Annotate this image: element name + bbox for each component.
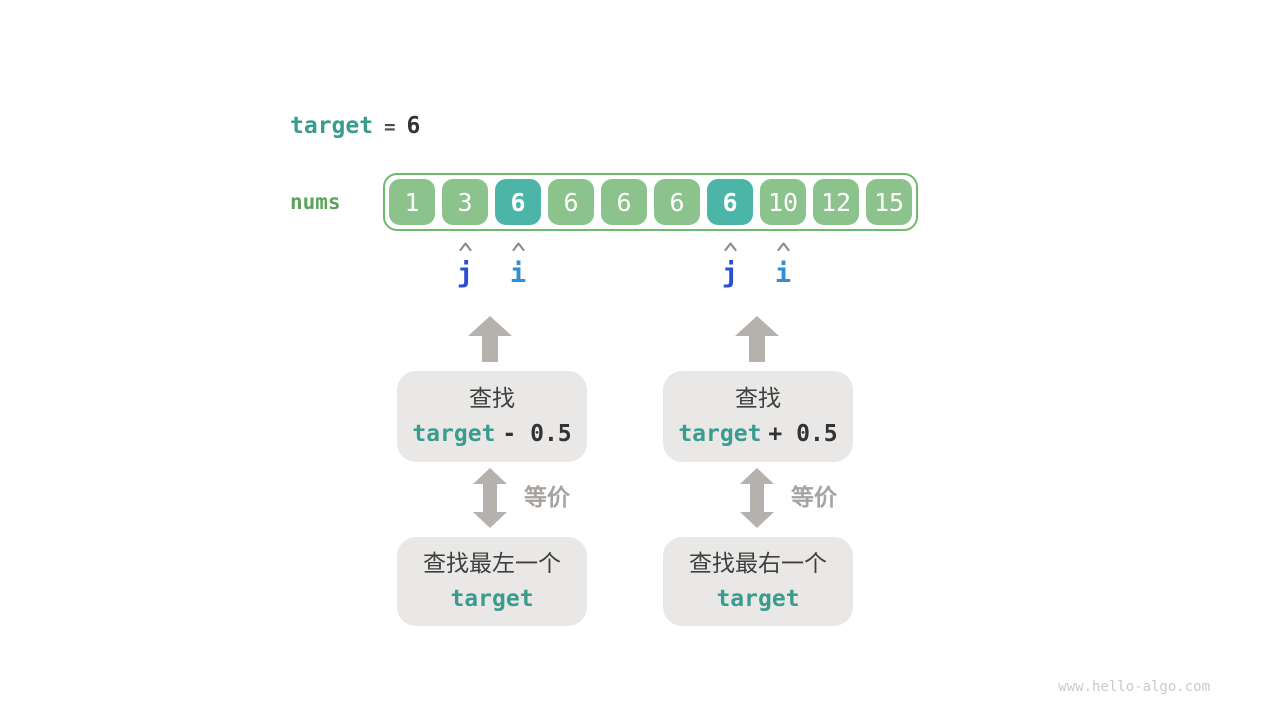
search-expression: target + 0.5 [678,419,837,449]
array-cell: 1 [389,179,435,225]
target-variable: target [290,113,374,139]
array-cell: 12 [813,179,859,225]
search-leftmost-box: 查找最左一个 target [397,537,587,626]
target-variable: target [450,586,534,612]
search-label: 查找 [735,386,781,412]
search-target-code: target [450,584,533,614]
double-arrow-icon [740,468,774,528]
caret-up-icon [723,242,737,252]
equivalence-label: 等价 [524,485,570,511]
caret-up-icon [511,242,525,252]
array-cell: 6 [654,179,700,225]
double-arrow-icon [473,468,507,528]
array-cell: 6 [601,179,647,225]
search-label: 查找 [469,386,515,412]
watermark: www.hello-algo.com [1058,679,1210,695]
pointer-letter: i [774,258,792,289]
pointer-letter: j [456,258,474,289]
search-target-plus-box: 查找 target + 0.5 [663,371,853,462]
pointer-letter: j [721,258,739,289]
equals-sign: = [384,116,396,138]
target-assignment: target = 6 [290,112,420,141]
array-cell: 3 [442,179,488,225]
expression-operation: - 0.5 [502,421,572,447]
equivalence-right: 等价 [740,468,837,528]
pointer-j-left: j [445,241,485,290]
pointer-i-right: i [763,241,803,290]
up-arrow-icon [468,316,512,362]
array-cell-highlighted: 6 [495,179,541,225]
target-value: 6 [406,113,421,139]
array-cell: 15 [866,179,912,225]
nums-label: nums [290,190,341,214]
search-target-code: target [716,584,799,614]
caret-up-icon [776,242,790,252]
expression-variable: target [678,421,762,447]
search-target-minus-box: 查找 target - 0.5 [397,371,587,462]
pointer-i-left: i [498,241,538,290]
up-arrow-icon [735,316,779,362]
nums-array: 1 3 6 6 6 6 6 10 12 15 [383,173,918,231]
expression-operation: + 0.5 [768,421,838,447]
expression-variable: target [412,421,496,447]
search-leftmost-label: 查找最左一个 [423,551,561,577]
equivalence-left: 等价 [473,468,570,528]
search-expression: target - 0.5 [412,419,571,449]
array-cell: 6 [548,179,594,225]
array-cell: 10 [760,179,806,225]
search-rightmost-label: 查找最右一个 [689,551,827,577]
array-cell-highlighted: 6 [707,179,753,225]
pointer-letter: i [509,258,527,289]
target-variable: target [716,586,800,612]
equivalence-label: 等价 [791,485,837,511]
pointer-j-right: j [710,241,750,290]
search-rightmost-box: 查找最右一个 target [663,537,853,626]
caret-up-icon [458,242,472,252]
